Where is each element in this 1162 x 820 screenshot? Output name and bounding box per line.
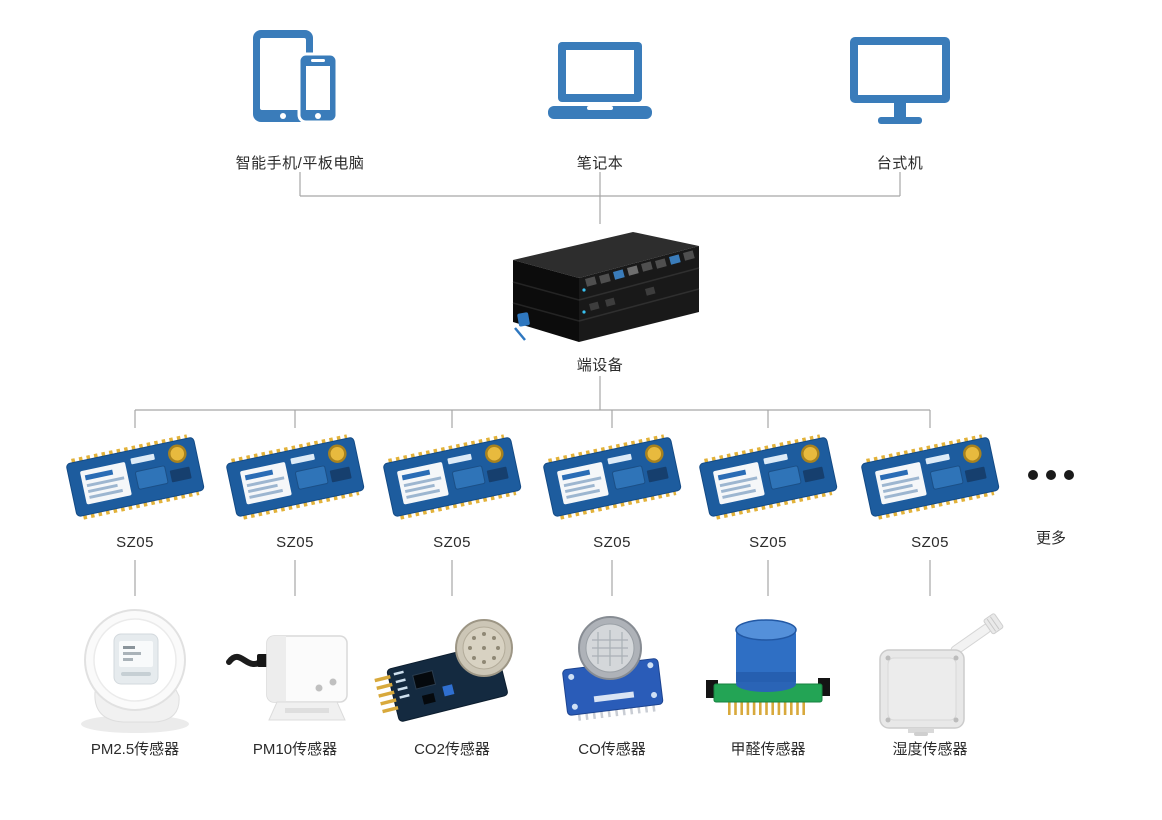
wireless-module-image (693, 424, 843, 528)
sensor-node-humidity: 湿度传感器 (850, 596, 1010, 759)
module-label: SZ05 (593, 534, 631, 551)
client-node-tablet-phone: 智能手机/平板电脑 (215, 26, 385, 173)
gateway-label: 端设备 (576, 357, 624, 374)
sensor-node-formaldehyde: 甲醛传感器 (688, 596, 848, 759)
sensor-label: 甲醛传感器 (730, 741, 806, 758)
sensor-node-pm10: PM10传感器 (215, 596, 375, 759)
client-node-laptop: 笔记本 (515, 26, 685, 173)
wireless-module-image (220, 424, 370, 528)
co2-sensor-image (374, 619, 513, 722)
sensor-label: 湿度传感器 (892, 741, 968, 758)
module-node-4: SZ05 (532, 424, 692, 551)
module-node-3: SZ05 (372, 424, 532, 551)
tablet-phone-icon (244, 26, 356, 128)
co-sensor-image (562, 616, 664, 721)
module-label: SZ05 (276, 534, 314, 551)
sensor-node-co: CO传感器 (532, 596, 692, 759)
pm25-sensor-image (81, 609, 189, 733)
wireless-module-image (537, 424, 687, 528)
ellipsis-icon (1006, 470, 1096, 480)
laptop-icon (540, 26, 660, 128)
wireless-module-image (60, 424, 210, 528)
sensor-node-co2: CO2传感器 (372, 596, 532, 759)
pm10-sensor-image (226, 635, 348, 721)
client-label: 台式机 (876, 155, 924, 172)
formaldehyde-sensor-image (706, 619, 830, 715)
module-label: SZ05 (433, 534, 471, 551)
sensor-label: PM10传感器 (252, 741, 338, 758)
module-label: SZ05 (911, 534, 949, 551)
gateway-server-image (512, 232, 700, 342)
more-label: 更多 (1035, 530, 1066, 547)
sensor-label: CO传感器 (578, 741, 646, 758)
client-node-desktop: 台式机 (815, 26, 985, 173)
module-label: SZ05 (116, 534, 154, 551)
module-node-5: SZ05 (688, 424, 848, 551)
wireless-module-image (855, 424, 1005, 528)
gateway-node: 端设备 (485, 220, 715, 375)
wireless-module-image (377, 424, 527, 528)
module-node-1: SZ05 (55, 424, 215, 551)
module-node-2: SZ05 (215, 424, 375, 551)
desktop-icon (841, 26, 959, 128)
sensor-label: PM2.5传感器 (90, 741, 180, 758)
module-node-6: SZ05 (850, 424, 1010, 551)
humidity-sensor-image (879, 613, 1004, 736)
sensor-node-pm25: PM2.5传感器 (55, 596, 215, 759)
client-label: 笔记本 (576, 155, 624, 172)
client-label: 智能手机/平板电脑 (235, 155, 365, 172)
module-label: SZ05 (749, 534, 787, 551)
sensor-label: CO2传感器 (414, 741, 490, 758)
